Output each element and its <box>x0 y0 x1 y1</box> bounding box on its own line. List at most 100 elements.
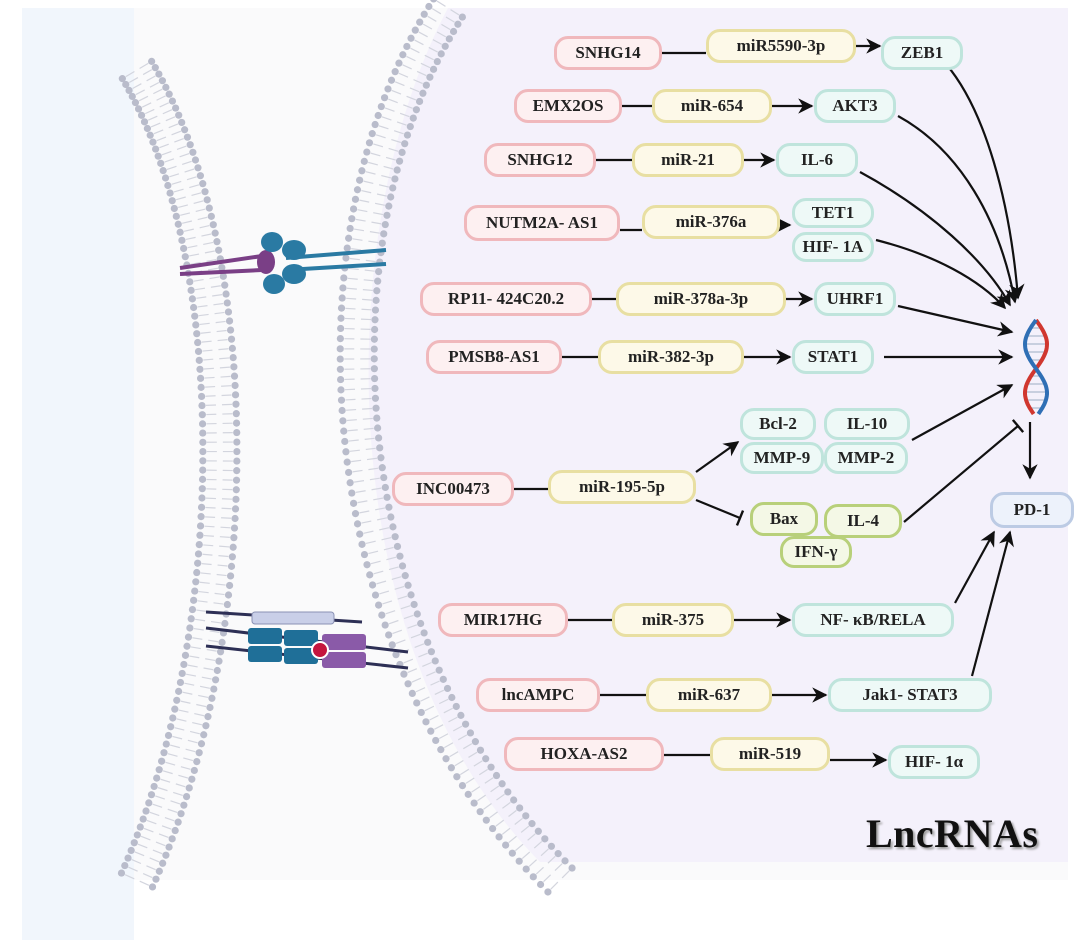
lipid-tail <box>398 72 409 78</box>
lipid-tail <box>490 785 500 793</box>
lipid-head <box>199 429 207 437</box>
lipid-head <box>415 97 424 106</box>
lipid-head <box>176 228 184 236</box>
lncrna-node: RP11- 424C20.2 <box>420 282 592 316</box>
lipid-head <box>393 166 401 174</box>
lipid-tail <box>214 592 225 596</box>
lipid-tail <box>374 202 385 206</box>
lipid-head <box>125 86 133 94</box>
lipid-head <box>389 523 397 531</box>
lipid-tail <box>357 500 368 504</box>
lipid-head <box>148 883 157 891</box>
lipid-head <box>443 684 452 693</box>
lipid-head <box>348 215 356 223</box>
lipid-head <box>152 875 160 883</box>
lipid-head <box>197 740 206 748</box>
lipid-tail <box>373 497 384 501</box>
lipid-head <box>412 106 420 114</box>
lipid-head <box>356 176 364 184</box>
lipid-head <box>187 286 195 294</box>
lipid-tail <box>217 338 228 342</box>
lipid-tail <box>370 560 381 565</box>
lipid-tail <box>209 276 220 280</box>
lipid-head <box>437 746 445 754</box>
lipid-head <box>205 204 213 212</box>
lipid-head <box>353 186 362 194</box>
lipid-tail <box>197 305 208 308</box>
lipid-tail <box>190 261 201 265</box>
lipid-head <box>342 448 350 456</box>
lipid-head <box>198 475 207 483</box>
lipid-tail <box>354 228 365 232</box>
lipid-tail <box>221 385 232 387</box>
lipid-tail <box>448 716 458 723</box>
lipid-tail <box>203 534 214 537</box>
lipid-tail <box>187 664 198 668</box>
lipid-head <box>337 324 345 333</box>
lipid-head <box>169 714 177 722</box>
lipid-tail <box>359 199 370 203</box>
mirna-node: miR5590-3p <box>706 29 856 63</box>
lipid-head <box>122 80 130 89</box>
lipid-head <box>441 42 449 50</box>
lipid-tail <box>159 102 170 108</box>
lipid-head <box>162 83 170 91</box>
lipid-head <box>194 559 202 567</box>
lipid-tail <box>535 866 544 875</box>
lipid-tail <box>413 79 423 85</box>
lipid-tail <box>406 95 417 101</box>
lipid-tail <box>495 819 505 827</box>
lipid-tail <box>198 313 209 317</box>
lipid-tail <box>410 633 421 639</box>
lipid-tail <box>363 279 374 282</box>
lipid-head <box>432 736 440 745</box>
lipid-head <box>383 211 391 219</box>
lipid-head <box>371 316 379 324</box>
lipid-tail <box>139 880 150 886</box>
lipid-head <box>167 723 175 731</box>
lipid-head <box>381 483 389 492</box>
lipid-head <box>554 850 562 858</box>
lipid-tail <box>345 398 356 401</box>
lipid-tail <box>375 134 386 139</box>
lipid-tail <box>422 23 433 30</box>
lipid-tail <box>395 639 406 645</box>
lipid-head <box>339 284 347 292</box>
lipid-tail <box>378 184 389 188</box>
lipid-tail <box>489 811 498 819</box>
lipid-head <box>181 253 189 261</box>
lipid-tail <box>190 646 201 650</box>
lipid-head <box>492 771 501 780</box>
lipid-tail <box>428 46 438 53</box>
target-node: TET1 <box>792 198 874 228</box>
lipid-head <box>188 295 196 303</box>
lipid-tail <box>528 859 537 867</box>
lipid-head <box>230 524 239 532</box>
lipid-tail <box>162 109 173 115</box>
inhibition-bar <box>1011 419 1025 433</box>
lipid-tail <box>166 165 177 170</box>
lipid-tail <box>418 31 428 38</box>
lipid-head <box>385 503 393 511</box>
lipid-tail <box>362 417 373 420</box>
lipid-head <box>385 631 393 639</box>
lipid-tail <box>178 774 189 779</box>
lipid-tail <box>180 766 191 770</box>
lipid-head <box>406 122 414 131</box>
lipid-head <box>448 693 456 702</box>
lipid-tail <box>180 212 191 216</box>
lipid-tail <box>185 236 196 241</box>
lipid-head <box>351 510 360 518</box>
lipid-head <box>458 781 467 790</box>
lipid-tail <box>199 225 210 229</box>
complex-core <box>311 641 329 659</box>
lipid-tail <box>420 696 430 702</box>
lipid-head <box>417 619 425 628</box>
lipid-head <box>161 174 170 182</box>
lipid-head <box>338 294 346 302</box>
lipid-tail <box>193 200 204 204</box>
lipid-tail <box>204 376 215 379</box>
lipid-head <box>437 50 445 58</box>
inhibited-target-node: IL-4 <box>824 504 902 538</box>
lipid-head <box>183 133 192 141</box>
